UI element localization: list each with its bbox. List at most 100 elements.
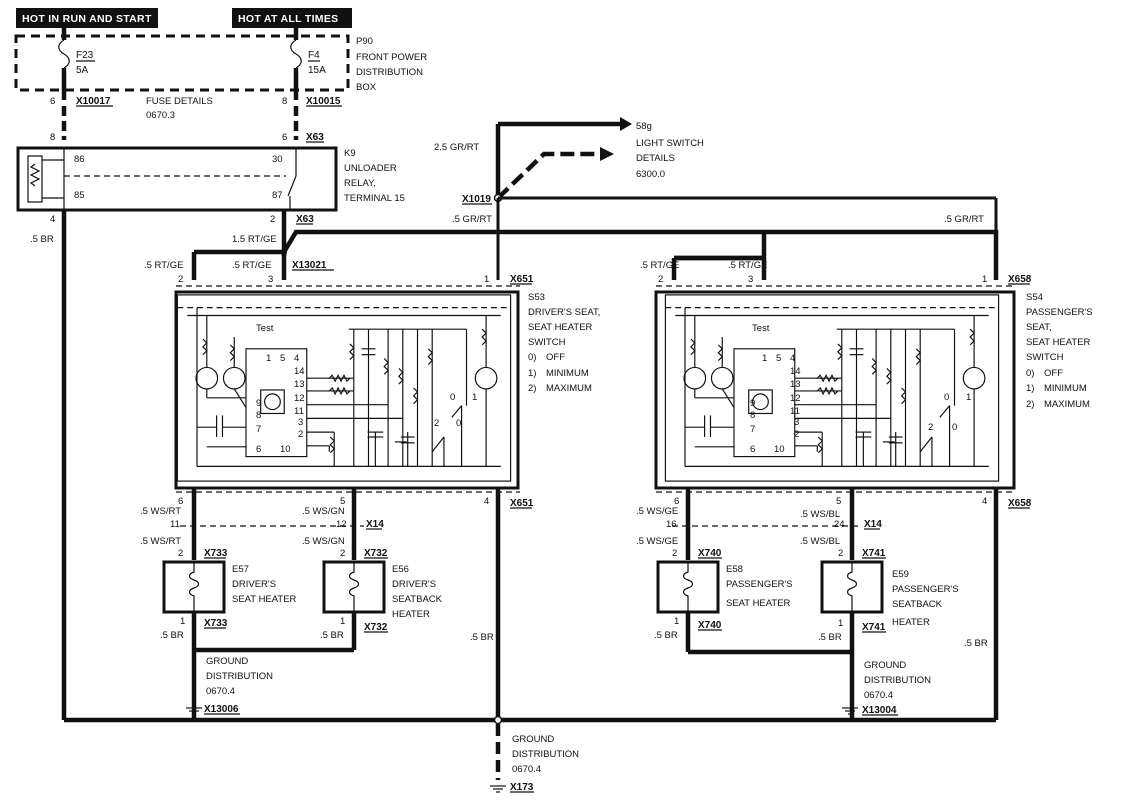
pin-label: 2 — [178, 548, 183, 559]
wire-label: .5 BR — [30, 234, 54, 245]
ic-pin: 14 — [790, 366, 801, 377]
heater-label: HEATER — [392, 609, 430, 620]
conn-x740-bottom: X740 — [698, 620, 722, 631]
heater-element-icon — [682, 562, 694, 612]
pin-label: 16 — [666, 519, 677, 530]
wire-label: 2.5 GR/RT — [434, 142, 479, 153]
pin-label: 4 — [50, 214, 55, 225]
wire-label: .5 BR — [654, 630, 678, 641]
switch-pos: 2 — [434, 418, 439, 429]
pin-label: 6 — [50, 96, 55, 107]
wire-label: .5 WS/BL — [800, 536, 840, 547]
wire-label: .5 RT/GE — [728, 260, 767, 271]
s54-line2: SEAT, — [1026, 322, 1052, 333]
relay-coil-icon — [29, 163, 41, 187]
heater-label: SEATBACK — [392, 594, 443, 605]
ground-icon — [186, 707, 202, 715]
wire-label: .5 BR — [320, 630, 344, 641]
relay-terminal: 86 — [74, 154, 85, 165]
pin-label: 5 — [836, 496, 841, 507]
pin-label: 5 — [340, 496, 345, 507]
pin-label: 1 — [484, 274, 489, 285]
ground-icon — [842, 707, 858, 715]
relay-terminal: 87 — [272, 190, 283, 201]
wire-label: .5 WS/GN — [302, 536, 345, 547]
fuse-f4-rating: 15A — [308, 65, 326, 76]
ic-pin: 11 — [790, 406, 800, 417]
pin-label: 1 — [674, 616, 679, 627]
ic-pin: 6 — [256, 444, 261, 455]
ground-bus: GROUND DISTRIBUTION 0670.4 X173 — [64, 715, 996, 793]
ic-pin: 7 — [750, 424, 755, 435]
ic-pin: 12 — [790, 393, 801, 404]
option-label: MAXIMUM — [1044, 399, 1090, 410]
pin-label: 2 — [340, 548, 345, 559]
ground-label: GROUND — [512, 734, 554, 745]
wire-label: .5 BR — [470, 632, 494, 643]
switch-pos: 0 — [952, 422, 957, 433]
ic-pin: 5 — [280, 353, 285, 364]
pin-label: 3 — [748, 274, 753, 285]
ic-pin: 8 — [750, 410, 755, 421]
heater-id: E56 — [392, 564, 409, 575]
passenger-heaters: .5 WS/GE 16 .5 WS/BL 24 X14 .5 WS/GE .5 … — [470, 488, 999, 720]
pin-label: 12 — [336, 519, 347, 530]
ic-pin: 1 — [762, 353, 767, 364]
ic-pin: 8 — [256, 410, 261, 421]
fuse-box-p90: F23 5A F4 15A P90 FRONT POWER DISTRIBUTI… — [14, 28, 427, 100]
header-right-label: HOT AT ALL TIMES — [238, 13, 338, 25]
relay-terminal: 30 — [272, 154, 283, 165]
option-num: 1) — [528, 368, 536, 379]
ground-x13004: X13004 — [862, 705, 897, 716]
fuse-box-line2: DISTRIBUTION — [356, 67, 423, 78]
ground-label: GROUND — [206, 656, 248, 667]
pin-label: 1 — [340, 616, 345, 627]
conn-x1019: X1019 — [462, 194, 491, 205]
test-label: Test — [752, 323, 770, 334]
option-num: 0) — [528, 352, 536, 363]
conn-x733-bottom: X733 — [204, 618, 228, 629]
conn-x63-top: X63 — [306, 132, 324, 143]
wire-label: 1.5 RT/GE — [232, 234, 277, 245]
pin-label: 2 — [658, 274, 663, 285]
s54-id: S54 — [1026, 292, 1043, 303]
arrow-right-icon — [600, 147, 614, 161]
wire-label: .5 BR — [818, 632, 842, 643]
relay-terminal: 85 — [74, 190, 85, 201]
option-label: OFF — [1044, 368, 1063, 379]
header-hot-all-times: HOT AT ALL TIMES — [232, 8, 352, 28]
heater-label: PASSENGER'S — [726, 579, 793, 590]
option-label: MINIMUM — [546, 368, 589, 379]
pin-label: 8 — [50, 132, 55, 143]
wire-label: .5 WS/BL — [800, 509, 840, 520]
driver-heaters: .5 WS/RT 11 .5 WS/GN 12 X14 .5 WS/RT .5 … — [140, 488, 501, 720]
pin-label: 1 — [180, 616, 185, 627]
ground-label: 0670.4 — [512, 764, 541, 775]
ic-pin: 5 — [776, 353, 781, 364]
wire-label: .5 WS/GN — [302, 506, 345, 517]
fuse-f4-id: F4 — [308, 50, 320, 61]
ground-label: DISTRIBUTION — [512, 749, 579, 760]
switch-pos: 0 — [944, 392, 949, 403]
pin-label: 24 — [834, 519, 845, 530]
relay-contact-icon — [287, 175, 297, 197]
conn-x10017: X10017 — [76, 96, 111, 107]
ground-splice-dot — [493, 715, 503, 725]
pin-label: 6 — [282, 132, 287, 143]
heater-id: E57 — [232, 564, 249, 575]
relay-line1: UNLOADER — [344, 163, 397, 174]
option-num: 2) — [528, 383, 536, 394]
s53-id: S53 — [528, 292, 545, 303]
ic-pin: 12 — [294, 393, 305, 404]
light-switch-id: 58g — [636, 121, 652, 132]
ic-pin: 9 — [750, 398, 755, 409]
ground-x173: X173 — [510, 782, 534, 793]
heater-id: E58 — [726, 564, 743, 575]
ic-pin: 3 — [298, 417, 303, 428]
heater-label: HEATER — [892, 617, 930, 628]
heater-element-icon — [188, 562, 200, 612]
switch-pos: 1 — [966, 392, 971, 403]
s54-line3: SEAT HEATER — [1026, 337, 1091, 348]
fuse-box-line3: BOX — [356, 82, 377, 93]
ground-label: 0670.4 — [206, 686, 235, 697]
